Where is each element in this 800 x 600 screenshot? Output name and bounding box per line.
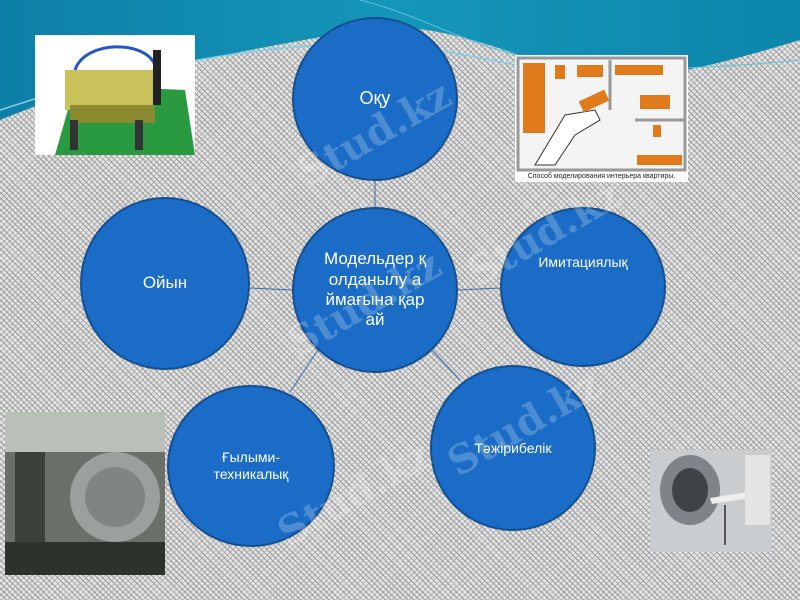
node-imitation: Имитациялық [500,207,666,367]
node-label: Имитациялық [538,254,628,270]
robot-model-photo [35,35,195,155]
connector-line [249,287,293,291]
node-label: Оқу [359,88,391,109]
floor-plan-image [516,56,687,172]
node-learning: Оқу [292,17,458,181]
connector-line [289,349,319,393]
vacuum-chamber-image [5,412,165,575]
node-label: Ойын [142,273,188,293]
vacuum-chamber-photo [5,412,165,575]
node-experimental: Тәжірибелік [430,365,596,531]
node-center: Модельдер қолданылу аймағына қарай [292,207,458,373]
wind-tunnel-photo [650,450,772,552]
center-label: Модельдер қолданылу аймағына қарай [324,249,427,330]
connector-line [431,349,461,381]
robot-model-image [35,35,195,155]
node-label: Тәжірибелік [474,439,552,456]
floor-plan-photo: Способ моделирования интерьера квартиры. [515,55,688,182]
connector-line [457,287,501,291]
node-label: Ғылыми-техникалық [213,449,289,482]
wind-tunnel-image [650,450,772,552]
floor-plan-caption: Способ моделирования интерьера квартиры. [527,173,676,180]
node-game: Ойын [80,197,250,370]
node-scientific-technical: Ғылыми-техникалық [167,385,335,547]
